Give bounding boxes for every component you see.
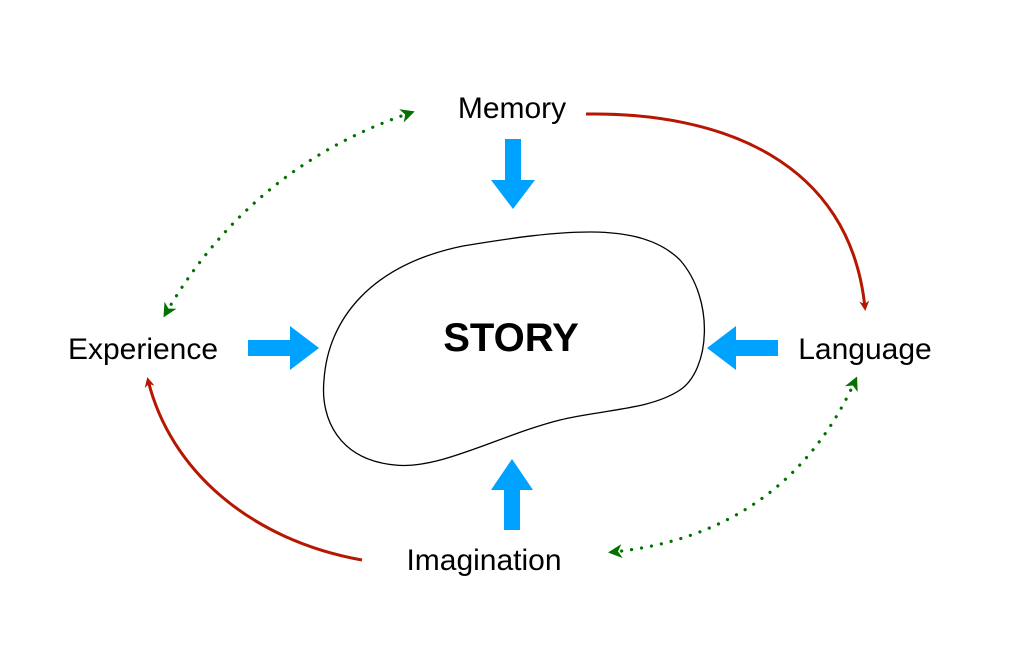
center-label: STORY: [443, 316, 579, 360]
node-imagination: Imagination: [406, 544, 561, 577]
node-memory: Memory: [458, 92, 566, 125]
arrow-language-to-story: [707, 326, 778, 370]
link-language-imagination: [608, 376, 858, 559]
arrow-imagination-to-experience: [144, 377, 363, 562]
arrow-memory-to-story: [491, 139, 535, 209]
node-language: Language: [798, 333, 931, 366]
arrow-experience-to-story: [248, 326, 319, 370]
arrow-memory-to-language: [585, 112, 870, 311]
link-experience-memory: [163, 109, 415, 318]
arrow-imagination-to-story: [491, 459, 533, 530]
node-experience: Experience: [68, 333, 218, 366]
